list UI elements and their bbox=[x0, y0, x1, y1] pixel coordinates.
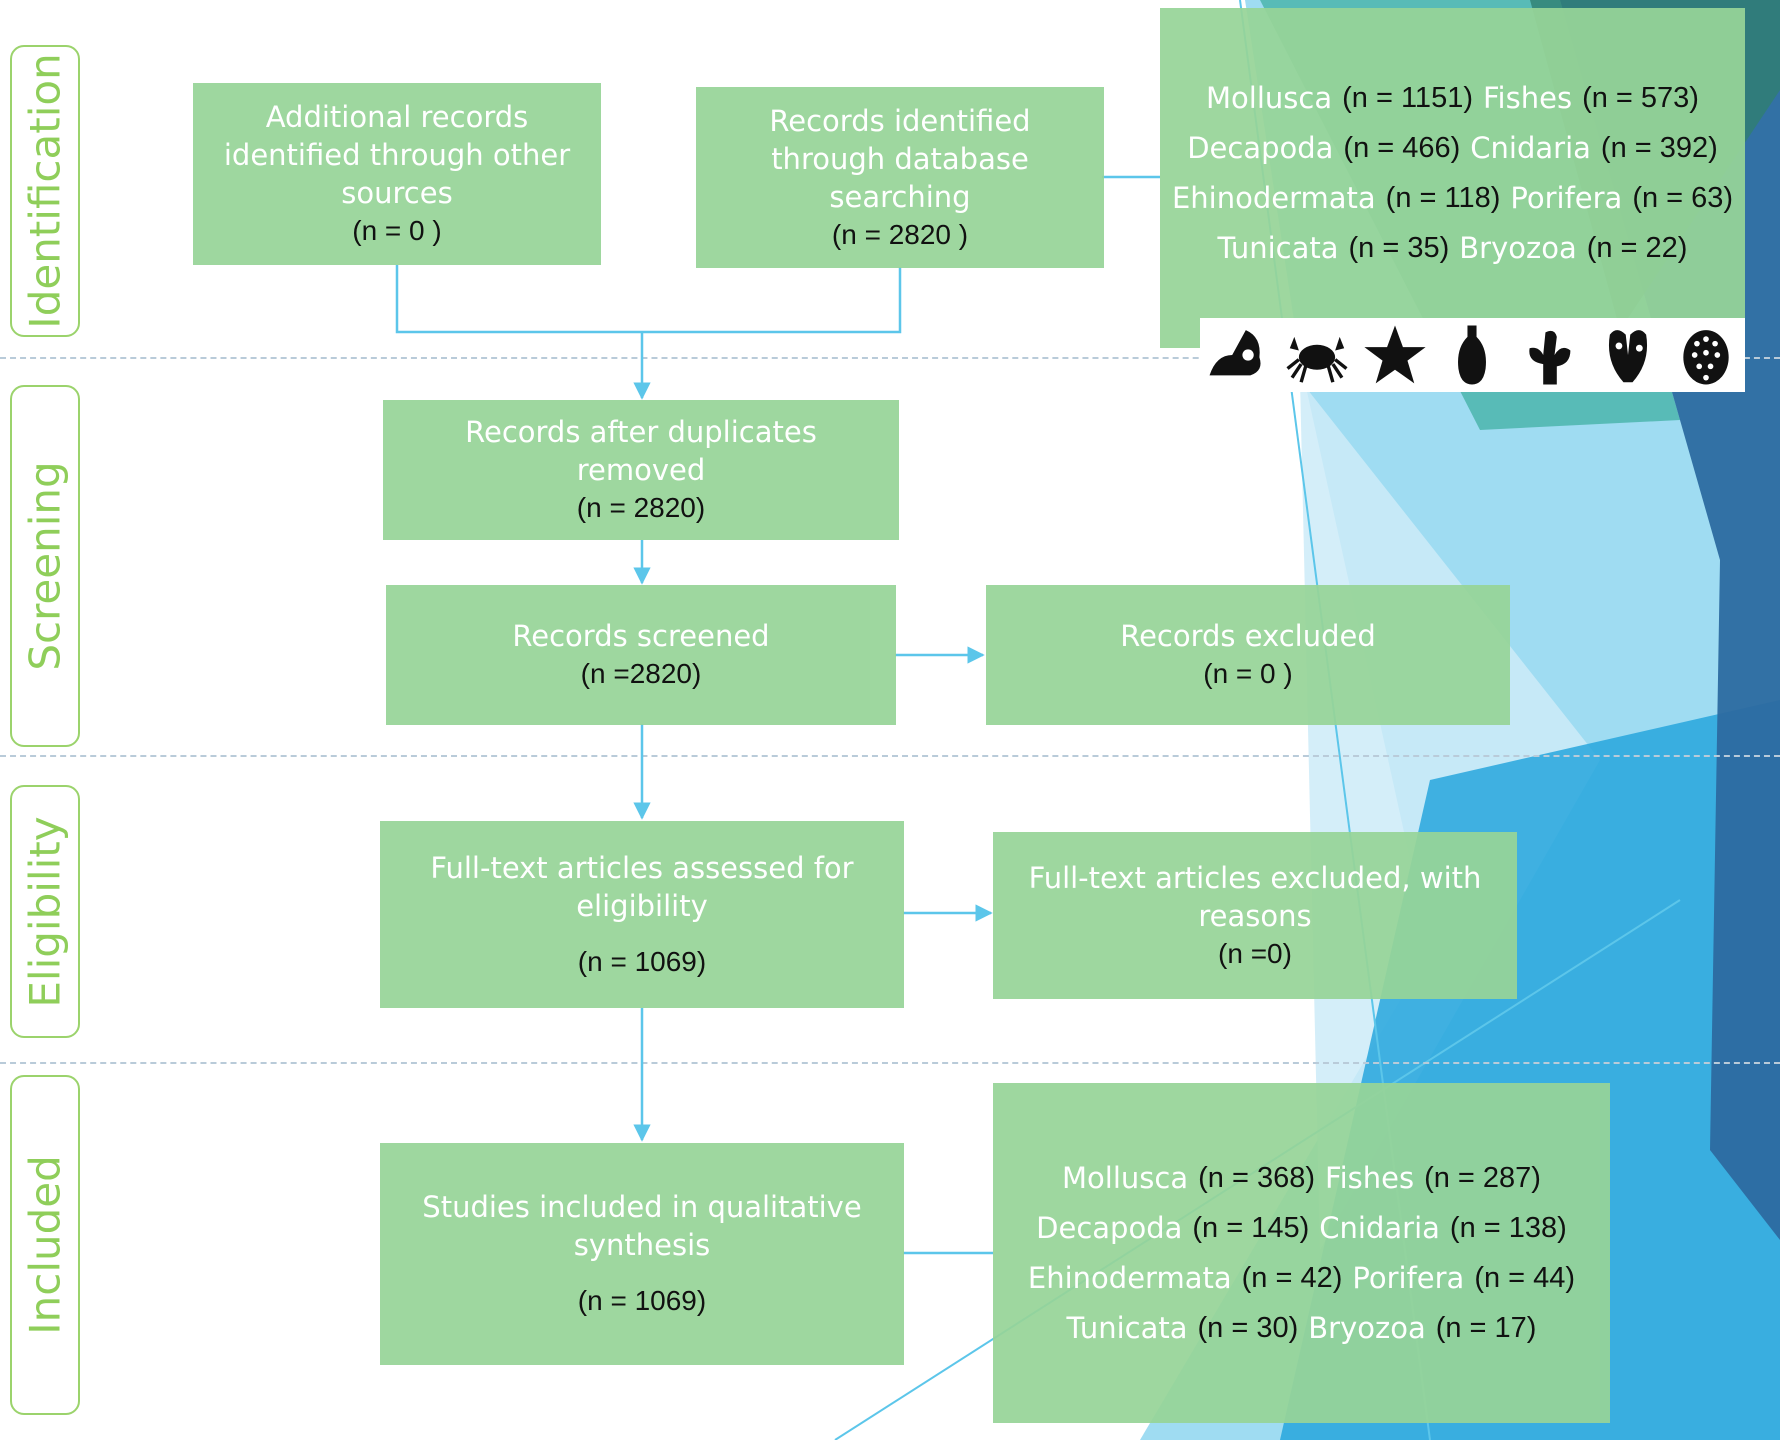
taxon-name: Cnidaria bbox=[1470, 131, 1591, 165]
phase-divider bbox=[0, 1062, 1780, 1064]
taxon-count: (n = 30) bbox=[1197, 1312, 1299, 1344]
box-dedup-title: Records after duplicates removed bbox=[465, 415, 817, 487]
phase-screening: Screening bbox=[10, 385, 80, 747]
box-dedup-count: (n = 2820) bbox=[576, 492, 706, 523]
phase-divider bbox=[0, 755, 1780, 757]
coral-icon bbox=[1529, 330, 1571, 385]
box-additional-records-title: Additional records identified through ot… bbox=[223, 100, 571, 210]
taxon-name: Decapoda bbox=[1187, 131, 1334, 165]
taxon-count: (n = 368) bbox=[1198, 1162, 1315, 1194]
taxon-count: (n = 22) bbox=[1586, 232, 1688, 264]
taxon-name: Tunicata bbox=[1066, 1311, 1188, 1345]
taxon-name: Fishes bbox=[1482, 81, 1573, 115]
box-fulltext-assessed-title: Full-text articles assessed for eligibil… bbox=[430, 850, 854, 923]
taxon-name: Mollusca bbox=[1062, 1161, 1189, 1195]
taxon-name: Porifera bbox=[1352, 1261, 1465, 1295]
box-fulltext-assessed-count: (n = 1069) bbox=[577, 945, 707, 977]
taxa-row: Ehinodermata (n = 42) Porifera (n = 44) bbox=[1028, 1258, 1575, 1298]
box-records-excluded-count: (n = 0 ) bbox=[1203, 658, 1293, 689]
taxon-name: Tunicata bbox=[1217, 231, 1339, 265]
box-database-records: Records identified through database sear… bbox=[696, 87, 1104, 268]
phase-eligibility: Eligibility bbox=[10, 785, 80, 1038]
taxa-row: Tunicata (n = 30) Bryozoa (n = 17) bbox=[1028, 1308, 1575, 1348]
taxon-count: (n = 138) bbox=[1449, 1212, 1567, 1244]
taxa-included-list: Mollusca (n = 368) Fishes (n = 287) Decapoda… bbox=[1028, 1148, 1575, 1358]
taxon-count: (n = 145) bbox=[1192, 1212, 1310, 1244]
phase-identification-label: Identification bbox=[20, 53, 70, 329]
phase-eligibility-label: Eligibility bbox=[20, 815, 70, 1008]
box-included-studies-title: Studies included in qualitative synthesi… bbox=[422, 1190, 862, 1262]
taxa-row: Ehinodermata (n = 118) Porifera (n = 63) bbox=[1172, 178, 1733, 218]
bryozoa-icon bbox=[1683, 330, 1729, 385]
phase-screening-label: Screening bbox=[20, 461, 70, 671]
taxon-name: Mollusca bbox=[1206, 81, 1333, 115]
box-records-excluded-title: Records excluded bbox=[1120, 619, 1376, 653]
taxon-count: (n = 287) bbox=[1424, 1162, 1541, 1194]
taxon-count: (n = 44) bbox=[1474, 1262, 1576, 1294]
taxa-row: Mollusca (n = 368) Fishes (n = 287) bbox=[1028, 1158, 1575, 1198]
box-database-records-title: Records identified through database sear… bbox=[769, 103, 1031, 214]
phase-included: Included bbox=[10, 1075, 80, 1415]
taxon-count: (n = 1151) bbox=[1342, 82, 1473, 114]
box-included-studies: Studies included in qualitative synthesi… bbox=[380, 1143, 904, 1365]
phase-divider bbox=[0, 357, 1780, 359]
taxa-identified-list: Mollusca (n = 1151) Fishes (n = 573) Decapod… bbox=[1172, 68, 1733, 278]
taxon-count: (n = 17) bbox=[1435, 1312, 1537, 1344]
taxon-name: Ehinodermata bbox=[1027, 1261, 1232, 1295]
crab-icon bbox=[1286, 336, 1348, 383]
box-taxa-identified: Mollusca (n = 1151) Fishes (n = 573) Decapod… bbox=[1160, 8, 1745, 348]
box-taxa-included: Mollusca (n = 368) Fishes (n = 287) Decapoda… bbox=[993, 1083, 1610, 1423]
taxon-count: (n = 466) bbox=[1343, 132, 1461, 164]
taxon-name: Bryozoa bbox=[1459, 231, 1577, 265]
taxon-count: (n = 35) bbox=[1348, 232, 1450, 264]
box-fulltext-excluded: Full-text articles excluded, with reason… bbox=[993, 832, 1517, 999]
taxa-row: Decapoda (n = 466) Cnidaria (n = 392) bbox=[1172, 128, 1733, 168]
taxon-count: (n = 63) bbox=[1632, 182, 1734, 214]
taxon-name: Fishes bbox=[1325, 1161, 1415, 1195]
taxon-name: Ehinodermata bbox=[1171, 181, 1376, 215]
box-included-studies-count: (n = 1069) bbox=[577, 1285, 707, 1316]
taxon-count: (n = 573) bbox=[1582, 82, 1699, 114]
box-screened-count: (n =2820) bbox=[580, 658, 702, 689]
taxon-name: Porifera bbox=[1510, 181, 1623, 215]
starfish-icon bbox=[1364, 325, 1426, 384]
sponge-icon bbox=[1609, 330, 1648, 383]
snail-icon bbox=[1209, 330, 1261, 376]
box-screened: Records screened (n =2820) bbox=[386, 585, 896, 725]
taxon-name: Cnidaria bbox=[1319, 1211, 1440, 1245]
taxa-row: Tunicata (n = 35) Bryozoa (n = 22) bbox=[1172, 228, 1733, 268]
box-dedup: Records after duplicates removed (n = 28… bbox=[383, 400, 899, 540]
taxon-count: (n = 118) bbox=[1385, 182, 1501, 214]
phase-identification: Identification bbox=[10, 45, 80, 337]
tunicate-icon bbox=[1458, 325, 1487, 385]
taxa-row: Mollusca (n = 1151) Fishes (n = 573) bbox=[1172, 78, 1733, 118]
taxa-row: Decapoda (n = 145) Cnidaria (n = 138) bbox=[1028, 1208, 1575, 1248]
taxon-name: Decapoda bbox=[1036, 1211, 1183, 1245]
box-screened-title: Records screened bbox=[512, 619, 770, 653]
box-fulltext-excluded-count: (n =0) bbox=[1218, 937, 1292, 969]
box-records-excluded: Records excluded (n = 0 ) bbox=[986, 585, 1510, 725]
box-database-records-count: (n = 2820 ) bbox=[831, 218, 969, 250]
box-fulltext-assessed: Full-text articles assessed for eligibil… bbox=[380, 821, 904, 1008]
taxon-count: (n = 42) bbox=[1241, 1262, 1343, 1294]
taxa-icons-strip bbox=[1200, 318, 1745, 392]
taxon-name: Bryozoa bbox=[1308, 1311, 1426, 1345]
taxon-count: (n = 392) bbox=[1600, 132, 1718, 164]
phase-included-label: Included bbox=[20, 1155, 70, 1335]
box-additional-records: Additional records identified through ot… bbox=[193, 83, 601, 265]
box-fulltext-excluded-title: Full-text articles excluded, with reason… bbox=[1028, 860, 1482, 933]
box-additional-records-count: (n = 0 ) bbox=[352, 215, 442, 246]
